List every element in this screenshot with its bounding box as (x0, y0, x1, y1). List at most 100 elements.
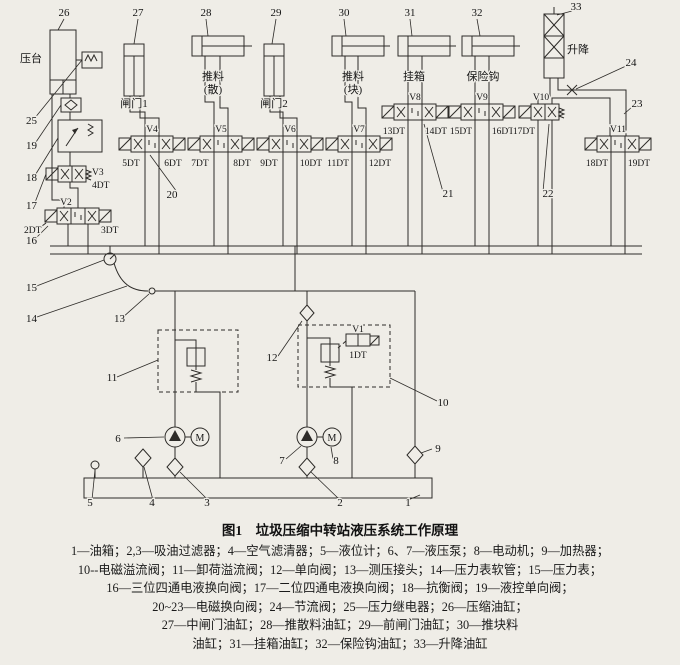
air-filter-icon (134, 448, 152, 478)
test-point-icon (148, 287, 156, 295)
callout-17: 17 (26, 200, 38, 212)
dt-label-8: 8DT (233, 159, 251, 169)
valve-label-v3: V3 (92, 168, 104, 178)
valve-label-v11: V11 (610, 125, 626, 135)
manifold-piping (50, 120, 642, 255)
label-gate2: 闸门2 (260, 96, 288, 110)
label-gate1: 闸门1 (120, 96, 148, 110)
pilot-check-valve-icon (60, 97, 82, 113)
check-valve-icon (299, 304, 315, 322)
callout-11: 11 (107, 372, 118, 384)
callout-2: 2 (337, 497, 343, 509)
callout-16: 16 (26, 235, 38, 247)
cylinder-push-loose (191, 35, 252, 57)
valve-label-v7: V7 (353, 125, 365, 135)
callout-30: 30 (339, 7, 351, 19)
throttle-valve-icon (566, 84, 578, 96)
callout-13: 13 (114, 313, 126, 325)
callout-12: 12 (267, 352, 278, 364)
oil-tank (83, 477, 433, 499)
callout-4: 4 (149, 497, 155, 509)
label-hook: 保险钩 (467, 69, 500, 83)
label-hangbox: 挂箱 (403, 69, 425, 83)
heater-icon (406, 445, 424, 478)
callout-18: 18 (26, 172, 38, 184)
level-gauge-icon (90, 460, 100, 478)
callout-33: 33 (571, 1, 583, 13)
actuator-piping (129, 56, 627, 136)
legend-line-1: 1—油箱；2,3—吸油过滤器；4—空气滤清器；5—液位计；6、7—液压泵；8—电… (71, 544, 609, 558)
pressure-relay-icon (76, 51, 103, 69)
legend-line-3: 16—三位四通电液换向阀；17—二位四通电液换向阀；18—抗衡阀；19—液控单向… (106, 581, 574, 595)
unloading-relief-valve (157, 329, 239, 478)
valve-v5 (187, 135, 255, 153)
gauge-hose (113, 262, 149, 292)
suction-filters (166, 447, 316, 478)
valve-v2 (44, 207, 112, 225)
callout-22: 22 (543, 188, 554, 200)
cylinder-hangbox (397, 35, 456, 57)
supply-piping (155, 246, 416, 446)
dt-label-14: 14DT (425, 127, 447, 137)
cylinder-gate2 (263, 43, 285, 97)
callout-1: 1 (405, 497, 411, 509)
dt-label-3: 3DT (101, 226, 119, 236)
valve-label-v4: V4 (146, 125, 158, 135)
valve-label-v6: V6 (284, 125, 296, 135)
dt-label-13: 13DT (383, 127, 405, 137)
callout-6: 6 (115, 433, 121, 445)
dt-label-1: 1DT (349, 351, 367, 361)
callout-31: 31 (405, 7, 416, 19)
valve-v3 (45, 165, 92, 183)
motor-letter-2: M (328, 433, 337, 444)
valve-v6 (256, 135, 324, 153)
label-push-block-2: (块) (344, 83, 363, 96)
cylinder-press (49, 29, 77, 95)
dt-label-19: 19DT (628, 159, 650, 169)
pump-1-icon (164, 426, 191, 448)
callout-27: 27 (133, 7, 145, 19)
valve-v10 (518, 103, 565, 121)
callout-5: 5 (87, 497, 93, 509)
hydraulic-schematic: 压台 闸门1 推料 (散) 闸门2 推料 (块) 挂箱 保险钩 升降 V1 V2… (19, 0, 652, 510)
dt-label-17: 17DT (513, 127, 535, 137)
dt-label-11: 11DT (327, 159, 349, 169)
dt-label-15: 15DT (450, 127, 472, 137)
solenoid-relief-valve (297, 324, 391, 478)
legend-line-2: 10--电磁溢流阀；11—卸荷溢流阀；12—单向阀；13—测压接头；14—压力表… (77, 562, 603, 577)
dt-label-6: 6DT (164, 159, 182, 169)
dt-label-10: 10DT (300, 159, 322, 169)
cylinder-hook (461, 35, 520, 57)
valve-label-v9: V9 (476, 93, 488, 103)
valve-v4 (118, 135, 186, 153)
callout-8: 8 (333, 455, 339, 467)
valve-v8 (381, 103, 449, 121)
label-lift: 升降 (567, 42, 589, 56)
valve-v7 (325, 135, 393, 153)
callout-26: 26 (59, 7, 71, 19)
callout-20: 20 (167, 189, 179, 201)
legend-line-6: 油缸；31—挂箱油缸；32—保险钩油缸；33—升降油缸 (192, 636, 488, 651)
counterbalance-valve-icon (57, 119, 103, 153)
valve-label-v8: V8 (409, 93, 421, 103)
dt-label-5: 5DT (122, 159, 140, 169)
figure-caption: 图1 垃圾压缩中转站液压系统工作原理 (221, 523, 459, 538)
callout-28: 28 (201, 7, 213, 19)
label-press: 压台 (20, 51, 42, 65)
callout-14: 14 (26, 313, 38, 325)
dt-label-9: 9DT (260, 159, 278, 169)
motor-letter-1: M (196, 433, 205, 444)
label-push-block-1: 推料 (342, 69, 364, 83)
dt-label-16: 16DT (492, 127, 514, 137)
legend-line-5: 27—中闸门油缸；28—推散料油缸；29—前闸门油缸；30—推块料 (161, 618, 519, 632)
valve-label-v5: V5 (215, 125, 227, 135)
motor-2-icon (322, 427, 342, 447)
callout-3: 3 (204, 497, 210, 509)
callout-15: 15 (26, 282, 38, 294)
lift-cylinder-assembly (543, 7, 565, 79)
valve-label-v2: V2 (60, 198, 72, 208)
callout-19: 19 (26, 140, 38, 152)
callout-29: 29 (271, 7, 283, 19)
dt-label-2: 2DT (24, 226, 42, 236)
callout-24: 24 (626, 57, 638, 69)
